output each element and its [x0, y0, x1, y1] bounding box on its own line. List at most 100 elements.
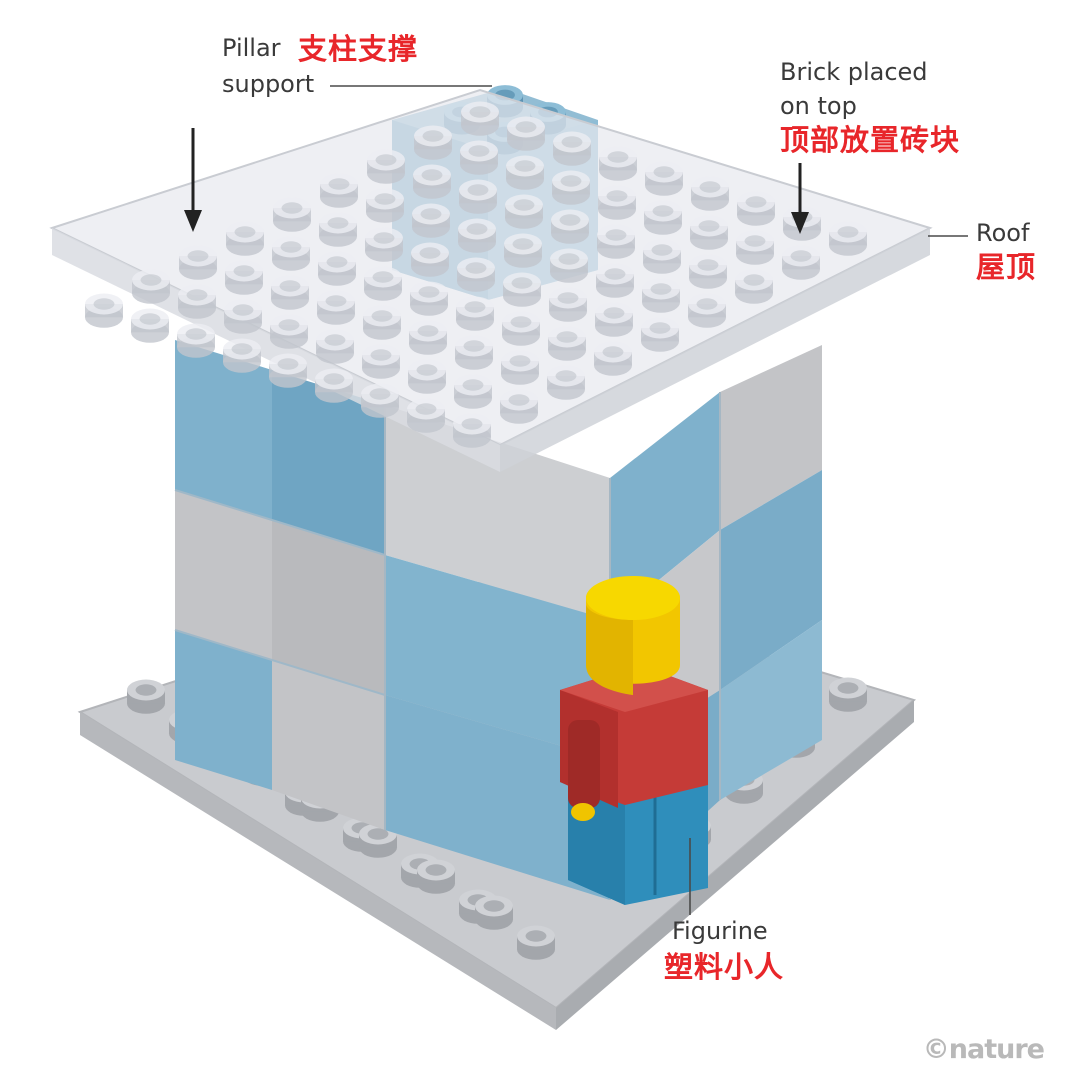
- stud: [366, 188, 404, 223]
- stud: [691, 176, 729, 211]
- stud: [179, 245, 217, 280]
- stud: [549, 287, 587, 322]
- stud: [689, 254, 727, 289]
- pillar-label-en-line1: Pillar: [222, 34, 281, 62]
- stud: [550, 248, 588, 283]
- roof-label-en: Roof: [976, 219, 1030, 247]
- stud: [735, 269, 773, 304]
- stud: [456, 296, 494, 331]
- stud: [644, 200, 682, 235]
- pillar-label-zh: 支柱支撑: [298, 32, 419, 66]
- stud: [367, 149, 405, 184]
- stud: [547, 365, 585, 400]
- stud: [364, 266, 402, 301]
- stud: [411, 242, 449, 277]
- stud: [517, 925, 555, 960]
- stud: [315, 368, 353, 403]
- stud: [737, 191, 775, 226]
- stud: [410, 281, 448, 316]
- stud: [318, 251, 356, 286]
- stud: [643, 239, 681, 274]
- stud: [454, 374, 492, 409]
- stud: [453, 413, 491, 448]
- stud: [595, 302, 633, 337]
- stud: [596, 263, 634, 298]
- stud: [500, 389, 538, 424]
- figurine-label-zh: 塑料小人: [664, 950, 785, 984]
- stud: [503, 272, 541, 307]
- stud: [131, 308, 169, 343]
- stud: [414, 125, 452, 160]
- stud: [85, 293, 123, 328]
- stud: [642, 278, 680, 313]
- stud: [736, 230, 774, 265]
- stud: [599, 146, 637, 181]
- figurine-label-en: Figurine: [672, 917, 768, 945]
- stud: [178, 284, 216, 319]
- stud: [407, 398, 445, 433]
- stud: [552, 170, 590, 205]
- stud: [359, 823, 397, 858]
- stud: [829, 677, 867, 712]
- stud: [457, 257, 495, 292]
- stud: [459, 179, 497, 214]
- stud: [501, 350, 539, 385]
- stud: [361, 383, 399, 418]
- stud: [409, 320, 447, 355]
- stud: [132, 269, 170, 304]
- pillar-label-en-line2: support: [222, 70, 315, 98]
- stud: [127, 679, 165, 714]
- stud: [504, 233, 542, 268]
- stud: [408, 359, 446, 394]
- stud: [225, 260, 263, 295]
- stud: [413, 164, 451, 199]
- stud: [507, 116, 545, 151]
- stud: [455, 335, 493, 370]
- stud: [598, 185, 636, 220]
- stud: [690, 215, 728, 250]
- stud: [270, 314, 308, 349]
- stud: [363, 305, 401, 340]
- brick-label-en-line1: Brick placed: [780, 58, 928, 86]
- stud: [553, 131, 591, 166]
- stud: [506, 155, 544, 190]
- stud: [505, 194, 543, 229]
- arrow-down-icon: [184, 128, 202, 232]
- stud: [320, 173, 358, 208]
- stud: [461, 101, 499, 136]
- stud: [829, 221, 867, 256]
- stud: [273, 197, 311, 232]
- stud: [272, 236, 310, 271]
- stud: [365, 227, 403, 262]
- arrow-down-icon: [791, 163, 809, 234]
- stud: [597, 224, 635, 259]
- stud: [226, 221, 264, 256]
- stud: [362, 344, 400, 379]
- stud: [688, 293, 726, 328]
- stud: [645, 161, 683, 196]
- figurine: [560, 576, 708, 905]
- roof-studs: [85, 101, 867, 448]
- brick-label-en-line2: on top: [780, 92, 857, 120]
- stud: [548, 326, 586, 361]
- brick-wall-left: [174, 340, 386, 830]
- stud: [177, 323, 215, 358]
- stud: [475, 895, 513, 930]
- stud: [319, 212, 357, 247]
- stud: [317, 290, 355, 325]
- stud: [412, 203, 450, 238]
- stud: [551, 209, 589, 244]
- stud: [641, 317, 679, 352]
- stud: [224, 299, 262, 334]
- stud: [269, 353, 307, 388]
- stud: [460, 140, 498, 175]
- stud: [223, 338, 261, 373]
- stud: [502, 311, 540, 346]
- stud: [594, 341, 632, 376]
- stud: [316, 329, 354, 364]
- stud: [417, 859, 455, 894]
- stud: [782, 245, 820, 280]
- nature-credit: ©nature: [922, 1034, 1045, 1065]
